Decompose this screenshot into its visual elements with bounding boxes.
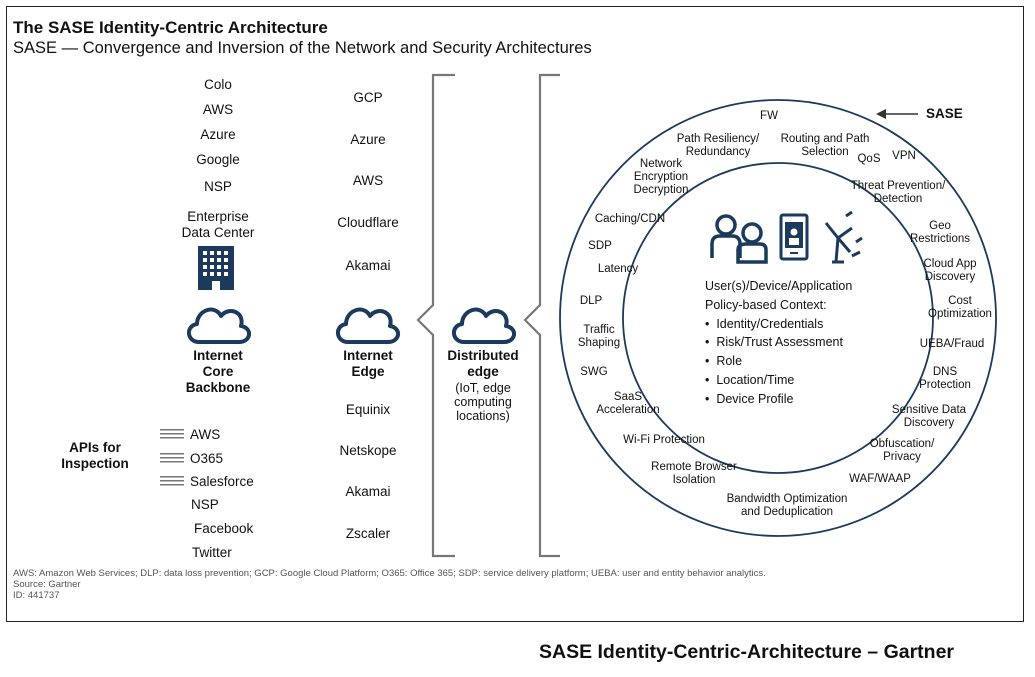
building-icon: [198, 246, 234, 290]
api-item: NSP: [191, 497, 219, 512]
ring-item: SDP: [588, 240, 612, 252]
ring-item: SaaS Acceleration: [596, 391, 660, 416]
ring-item: Obfuscation/ Privacy: [869, 438, 935, 463]
inner-heading: User(s)/Device/Application Policy-based …: [705, 279, 853, 312]
enterprise-datacenter-label: Enterprise Data Center: [181, 209, 255, 240]
edge-provider: Azure: [350, 132, 386, 147]
edge-provider: GCP: [353, 90, 383, 105]
edge-provider: Cloudflare: [337, 215, 399, 230]
ring-item: UEBA/Fraud: [919, 338, 985, 350]
ring-item: Wi-Fi Protection: [623, 434, 705, 446]
figure-frame: [6, 6, 1024, 622]
api-item: Salesforce: [160, 474, 254, 490]
device-icon: [779, 213, 809, 261]
figure-title: The SASE Identity-Centric Architecture: [13, 18, 328, 37]
api-item: AWS: [160, 427, 220, 443]
ring-item: Bandwidth Optimization and Deduplication: [726, 493, 848, 518]
distributed-edge-sublabel: (IoT, edge computing locations): [454, 381, 512, 423]
api-item: Facebook: [194, 521, 254, 536]
list-lines-icon: [160, 476, 184, 486]
api-item: Twitter: [192, 545, 232, 560]
ring-item: Traffic Shaping: [577, 324, 621, 349]
sase-inner-circle: [622, 162, 934, 474]
footnote: AWS: Amazon Web Services; DLP: data loss…: [13, 568, 766, 601]
edge-provider: AWS: [352, 173, 384, 188]
edge-provider: Zscaler: [345, 526, 391, 541]
ring-item: Latency: [597, 263, 639, 275]
backbone-provider: NSP: [204, 179, 232, 194]
list-lines-icon: [160, 429, 184, 439]
distributed-edge-label: Distributed edge: [447, 348, 519, 379]
edge-provider: Akamai: [345, 484, 391, 499]
ring-item: FW: [760, 110, 778, 122]
users-icon: [710, 214, 768, 264]
sase-outer-circle: [559, 99, 997, 537]
backbone-provider: Azure: [200, 127, 236, 142]
ring-item: Remote Browser Isolation: [651, 461, 737, 486]
application-icon: [824, 210, 863, 264]
cloud-icon-edge: [336, 307, 400, 344]
right-bracket: [523, 73, 560, 558]
backbone-provider: Colo: [204, 77, 232, 92]
cloud-icon-backbone: [187, 307, 251, 344]
backbone-provider: Google: [196, 152, 240, 167]
list-lines-icon: [160, 453, 184, 463]
figure-subtitle: SASE — Convergence and Inversion of the …: [13, 39, 592, 57]
apis-for-inspection-label: APIs for Inspection: [61, 440, 129, 471]
edge-provider: Akamai: [345, 258, 391, 273]
inner-item: • Risk/Trust Assessment: [705, 335, 843, 349]
inner-item: • Role: [705, 354, 743, 368]
caption: SASE Identity-Centric-Architecture – Gar…: [539, 641, 955, 663]
backbone-provider: AWS: [202, 102, 234, 117]
inner-item: • Location/Time: [705, 373, 795, 387]
internet-core-backbone-label: Internet Core Backbone: [185, 348, 251, 395]
internet-edge-label: Internet Edge: [343, 348, 393, 379]
cloud-icon-distributed: [452, 307, 516, 344]
ring-item: SWG: [580, 366, 608, 378]
sase-label: SASE: [926, 106, 963, 121]
ring-item: DNS Protection: [919, 366, 971, 391]
sase-arrow-icon: [876, 109, 918, 119]
left-bracket: [416, 73, 455, 558]
ring-item: QoS: [857, 153, 881, 165]
ring-item: Routing and Path Selection: [780, 133, 870, 158]
api-item: O365: [160, 451, 223, 467]
ring-item: Cloud App Discovery: [923, 258, 977, 283]
ring-item: Caching/CDN: [594, 213, 666, 225]
ring-item: Geo Restrictions: [909, 220, 971, 245]
ring-item: VPN: [892, 150, 916, 162]
ring-item: WAF/WAAP: [849, 473, 911, 485]
ring-item: Cost Optimization: [928, 295, 992, 320]
ring-item: Threat Prevention/ Detection: [850, 180, 946, 205]
ring-item: Sensitive Data Discovery: [891, 404, 967, 429]
edge-provider: Equinix: [345, 402, 391, 417]
inner-item: • Device Profile: [705, 392, 794, 406]
edge-provider: Netskope: [339, 443, 397, 458]
ring-item: Path Resiliency/ Redundancy: [676, 133, 760, 158]
inner-item: • Identity/Credentials: [705, 317, 824, 331]
ring-item: Network Encryption Decryption: [633, 158, 689, 196]
ring-item: DLP: [579, 295, 603, 307]
